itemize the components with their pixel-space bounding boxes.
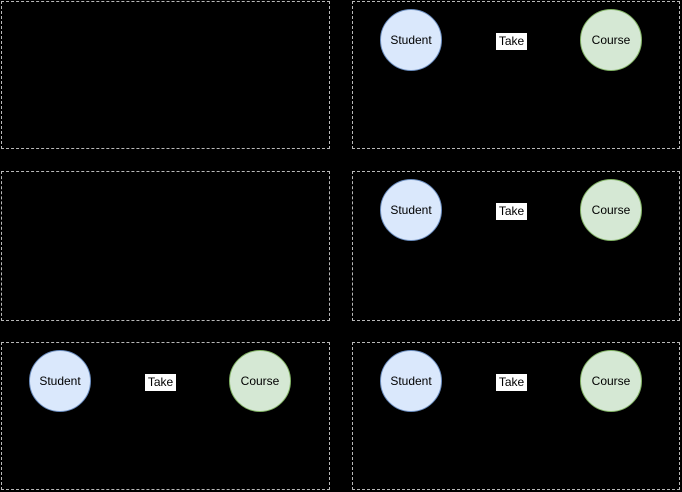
take-relation-label: Take <box>496 374 527 391</box>
course-entity-circle: Course <box>580 179 642 241</box>
take-relation-label: Take <box>496 203 527 220</box>
course-entity-label: Course <box>591 374 631 388</box>
student-entity-label: Student <box>39 374 81 388</box>
student-entity-circle: Student <box>380 179 442 241</box>
panel-top-right: Student Take Course <box>352 1 680 149</box>
student-entity-circle: Student <box>380 9 442 71</box>
student-entity-label: Student <box>390 203 432 217</box>
panel-middle-left <box>1 171 330 321</box>
take-relation-label: Take <box>145 374 176 391</box>
panel-middle-right: Student Take Course <box>352 171 680 321</box>
course-entity-label: Course <box>240 374 280 388</box>
take-relation-label: Take <box>496 33 527 50</box>
panel-bottom-left: Student Take Course <box>1 342 330 490</box>
course-entity-label: Course <box>591 33 631 47</box>
student-entity-label: Student <box>390 374 432 388</box>
panel-bottom-right: Student Take Course <box>352 342 680 490</box>
student-entity-label: Student <box>390 33 432 47</box>
course-entity-label: Course <box>591 203 631 217</box>
course-entity-circle: Course <box>580 350 642 412</box>
student-entity-circle: Student <box>380 350 442 412</box>
panel-top-left <box>1 1 330 149</box>
course-entity-circle: Course <box>229 350 291 412</box>
course-entity-circle: Course <box>580 9 642 71</box>
student-entity-circle: Student <box>29 350 91 412</box>
